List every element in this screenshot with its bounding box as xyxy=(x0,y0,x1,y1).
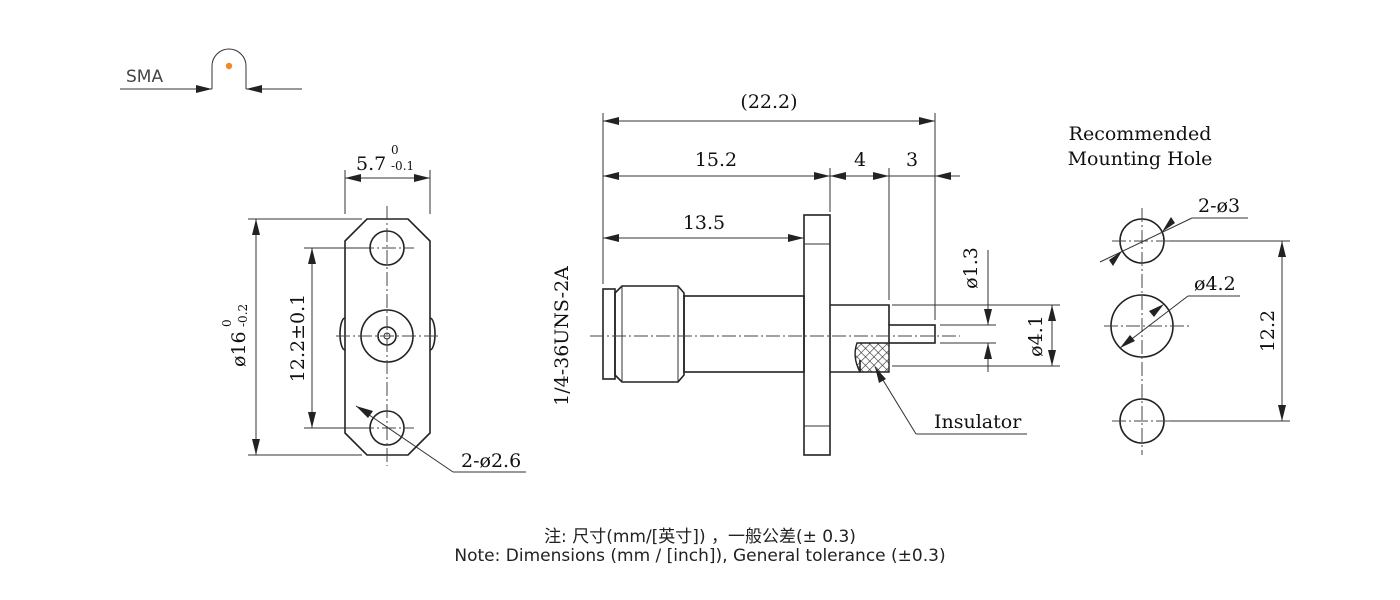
mounting-hole-view: Recommended Mounting Hole 2-ø3 ø4.2 12.2 xyxy=(1068,123,1290,455)
insulator-label: Insulator xyxy=(934,411,1022,433)
front-width-dim: 5.7 xyxy=(356,153,386,175)
front-height-dim: ø16 xyxy=(228,331,250,367)
mounting-title-2: Mounting Hole xyxy=(1068,148,1213,170)
mounting-title-1: Recommended xyxy=(1069,123,1212,145)
insulator-dia: ø4.1 xyxy=(1025,315,1047,357)
insulator-section xyxy=(854,342,890,373)
pin-dia: ø1.3 xyxy=(960,247,982,289)
front-holes-label: 2-ø2.6 xyxy=(461,450,521,472)
front-hole-spacing: 12.2±0.1 xyxy=(287,294,309,382)
sma-label: SMA xyxy=(126,67,163,87)
note-chinese: 注: 尺寸(mm/[英寸]) ，一般公差(± 0.3) xyxy=(544,527,856,547)
side-overall-dim: (22.2) xyxy=(740,91,797,113)
side-view: (22.2) 15.2 4 3 13.5 1/4-36UNS-2A ø1.3 xyxy=(551,91,1060,456)
note-english: Note: Dimensions (mm / [inch]), General … xyxy=(454,546,946,566)
sma-pin-dot xyxy=(225,62,233,70)
front-height-tol-upper: 0 xyxy=(220,319,234,327)
front-width-tol-upper: 0 xyxy=(391,143,399,157)
mount-spacing: 12.2 xyxy=(1257,310,1279,352)
front-height-tol-lower: -0.2 xyxy=(236,304,250,327)
sma-symbol: SMA xyxy=(120,48,302,93)
side-length-b: 4 xyxy=(854,149,866,171)
mount-holes-label: 2-ø3 xyxy=(1198,195,1240,217)
side-length-d: 13.5 xyxy=(683,212,725,234)
side-length-a: 15.2 xyxy=(695,149,737,171)
mount-center-label: ø4.2 xyxy=(1194,273,1236,295)
front-width-tol-lower: -0.1 xyxy=(391,159,414,173)
front-view: 5.7 0 -0.1 ø16 0 -0.2 12.2±0.1 2-ø2.6 xyxy=(220,143,526,473)
thread-label: 1/4-36UNS-2A xyxy=(551,266,573,406)
side-length-c: 3 xyxy=(906,149,918,171)
